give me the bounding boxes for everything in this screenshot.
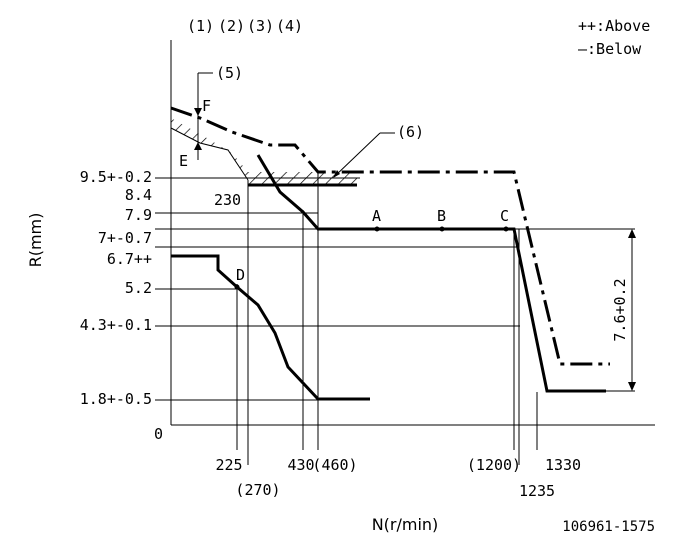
x-tick-1330: 1330 bbox=[545, 456, 581, 474]
point-f-label: F bbox=[202, 97, 211, 115]
vertical-gridlines bbox=[236, 172, 538, 465]
x-tick-430: 430 bbox=[287, 456, 314, 474]
x-tick-225: 225 bbox=[215, 456, 242, 474]
column-label-1: (1) bbox=[187, 17, 214, 35]
origin-label: 0 bbox=[154, 425, 163, 443]
legend-above: ++:Above bbox=[578, 17, 650, 35]
hatch-boundary bbox=[170, 127, 249, 181]
range-dimension bbox=[628, 229, 636, 391]
y-tick-5.2: 5.2 bbox=[125, 279, 152, 297]
y-tick-1.8: 1.8+-0.5 bbox=[80, 390, 152, 408]
range-arrow-bottom-icon bbox=[628, 382, 636, 391]
x-axis-label: N(r/min) bbox=[372, 515, 439, 534]
point-a-label: A bbox=[372, 207, 381, 225]
point-a-marker bbox=[374, 226, 380, 232]
y-tick-4.3: 4.3+-0.1 bbox=[80, 316, 152, 334]
horizontal-gridlines bbox=[155, 177, 635, 401]
range-label: 7.6+0.2 bbox=[611, 278, 629, 341]
y-tick-8.4: 8.4 bbox=[125, 186, 152, 204]
arrow-down-icon bbox=[194, 108, 202, 116]
x-tick-460: (460) bbox=[312, 456, 357, 474]
x-tick-1200: (1200) bbox=[467, 456, 521, 474]
label-6: (6) bbox=[397, 123, 424, 141]
legend-below: —:Below bbox=[578, 40, 642, 58]
marker-6-group bbox=[333, 132, 395, 178]
arrow-pointer-icon bbox=[333, 170, 340, 178]
point-d-label: D bbox=[236, 266, 245, 284]
column-label-4: (4) bbox=[276, 17, 303, 35]
point-b-label: B bbox=[437, 207, 446, 225]
y-axis-label: R(mm) bbox=[26, 213, 45, 268]
column-label-2: (2) bbox=[218, 17, 245, 35]
point-c-label: C bbox=[500, 207, 509, 225]
y-tick-6.7: 6.7++ bbox=[107, 250, 152, 268]
leader-6-diagonal bbox=[334, 132, 381, 177]
y-tick-9.5: 9.5+-0.2 bbox=[80, 168, 152, 186]
point-e-label: E bbox=[179, 152, 188, 170]
arrow-up-icon bbox=[194, 142, 202, 150]
curve-points bbox=[234, 226, 509, 290]
below-limit-curve bbox=[170, 106, 610, 366]
range-arrow-top-icon bbox=[628, 229, 636, 238]
idle-curve bbox=[171, 254, 370, 401]
x-tick-270: (270) bbox=[235, 481, 280, 499]
label-5: (5) bbox=[216, 64, 243, 82]
y-tick-7: 7+-0.7 bbox=[98, 229, 152, 247]
column-label-3: (3) bbox=[247, 17, 274, 35]
marker-5-group bbox=[194, 72, 213, 160]
point-c-marker bbox=[503, 226, 509, 232]
x-tick-1235: 1235 bbox=[519, 482, 555, 500]
full-load-curve bbox=[256, 154, 606, 393]
y-tick-7.9: 7.9 bbox=[125, 206, 152, 224]
point-b-marker bbox=[439, 226, 445, 232]
value-230-label: 230 bbox=[214, 191, 241, 209]
figure-id: 106961-1575 bbox=[562, 519, 655, 535]
point-d-marker bbox=[234, 284, 240, 290]
